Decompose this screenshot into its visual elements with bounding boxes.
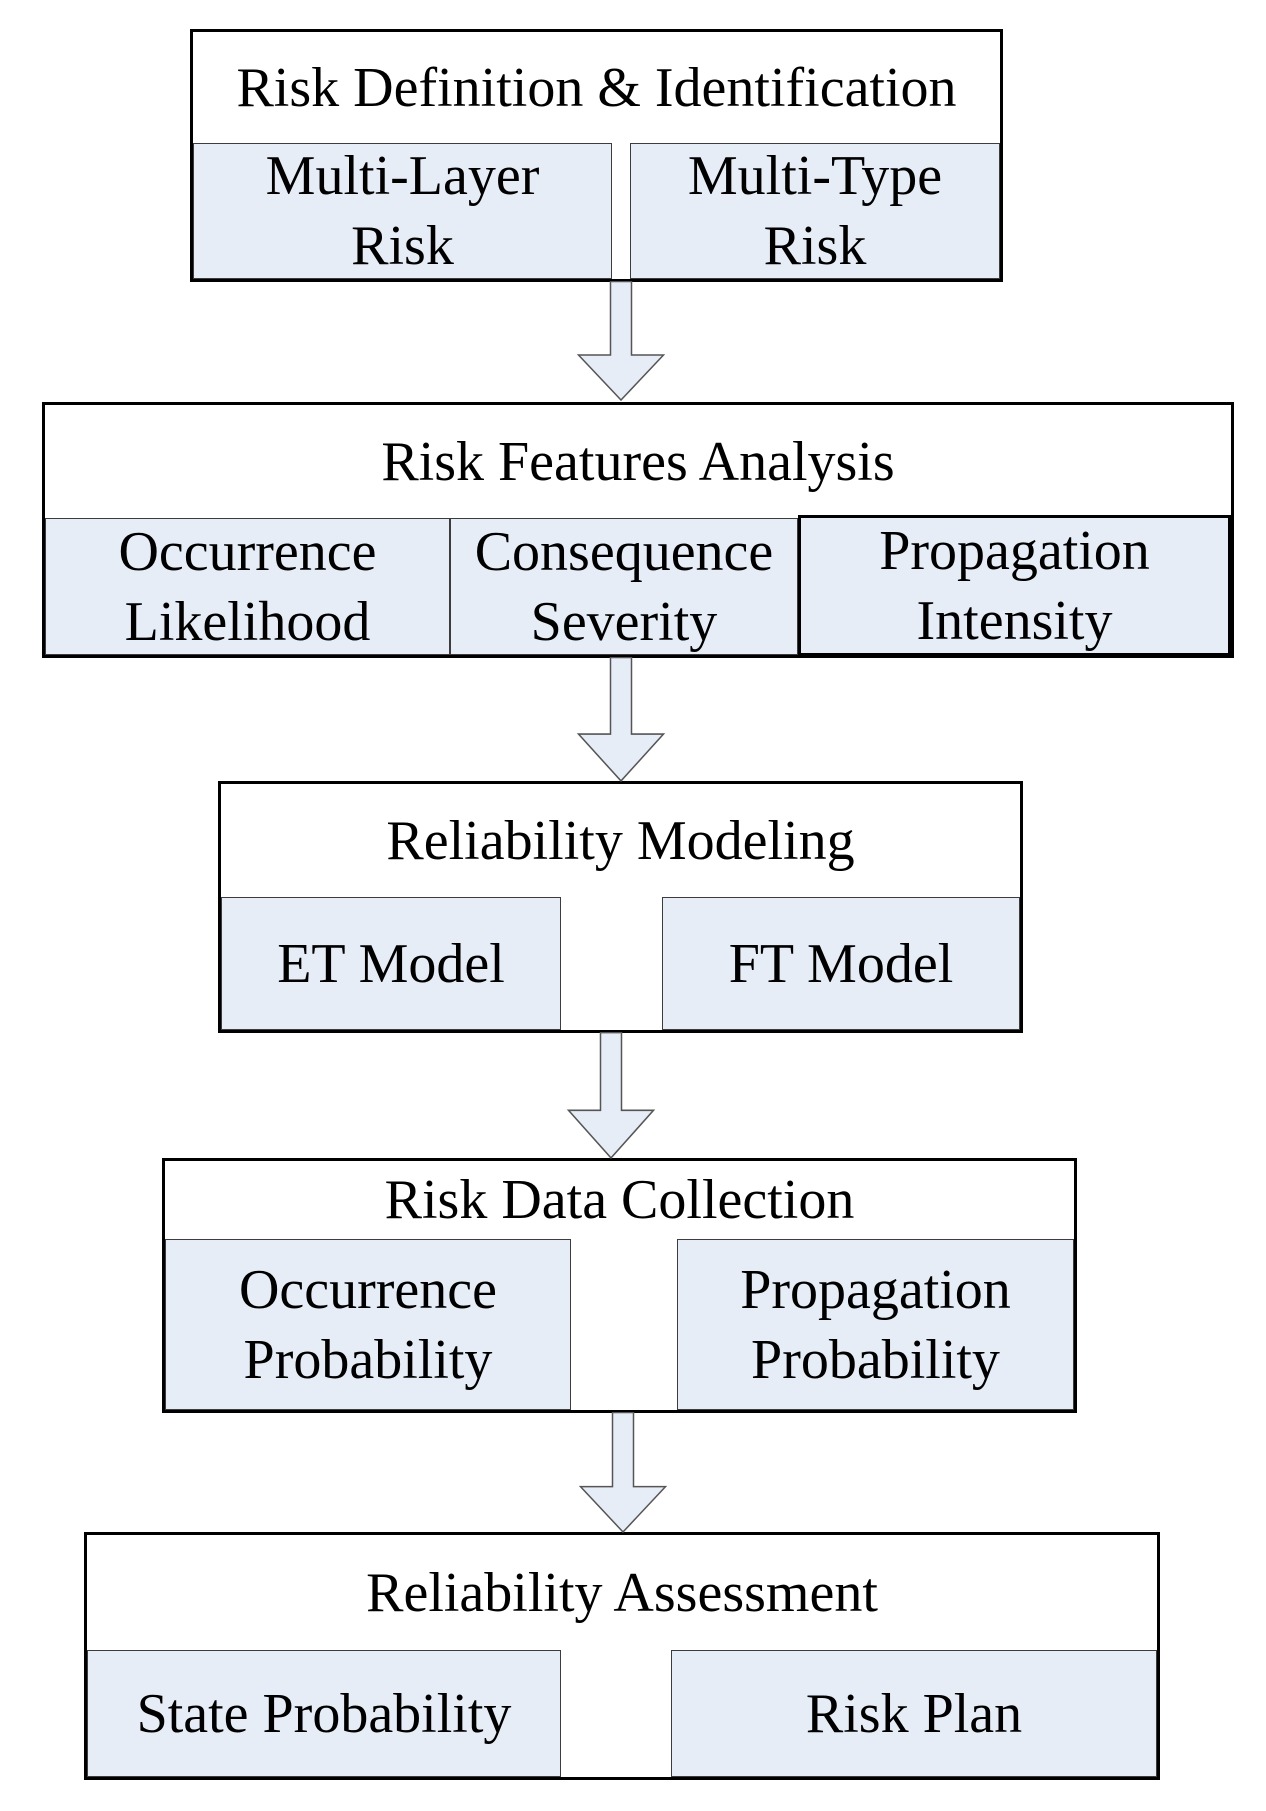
stage-title: Risk Definition & Identification	[236, 56, 957, 119]
sub-box-label: Occurrence Probability	[238, 1258, 497, 1391]
sub-box-label: Multi-Type Risk	[687, 145, 943, 277]
sub-occurrence-likelihood: Occurrence Likelihood	[45, 518, 450, 655]
stage-title: Risk Features Analysis	[381, 430, 895, 493]
stage-title: Reliability Modeling	[386, 809, 855, 872]
sub-consequence-severity: Consequence Severity	[450, 518, 798, 655]
stage-title: Risk Data Collection	[384, 1169, 855, 1231]
sub-box-label: Propagation Intensity	[879, 519, 1150, 652]
down-arrow-icon	[576, 281, 666, 401]
sub-box-label: Consequence Severity	[474, 520, 774, 653]
sub-box-label: ET Model	[277, 932, 505, 995]
sub-propagation-intensity: Propagation Intensity	[798, 515, 1231, 656]
sub-ft-model: FT Model	[662, 897, 1020, 1030]
sub-box-label: Multi-Layer Risk	[265, 145, 540, 277]
sub-occurrence-probability: Occurrence Probability	[165, 1239, 571, 1410]
sub-multi-layer-risk: Multi-Layer Risk	[193, 143, 612, 279]
sub-et-model: ET Model	[221, 897, 561, 1030]
sub-box-label: Risk Plan	[805, 1682, 1023, 1745]
sub-box-label: Propagation Probability	[740, 1258, 1011, 1391]
stage-reliability-assessment: Reliability Assessment State Probability…	[84, 1532, 1160, 1780]
sub-box-label: Occurrence Likelihood	[118, 520, 377, 653]
sub-risk-plan: Risk Plan	[671, 1650, 1157, 1777]
stage-risk-definition-identification: Risk Definition & Identification Multi-L…	[190, 29, 1003, 282]
stage-reliability-modeling: Reliability Modeling ET Model FT Model	[218, 781, 1023, 1033]
sub-box-label: State Probability	[136, 1682, 512, 1745]
sub-box-label: FT Model	[728, 932, 954, 995]
sub-propagation-probability: Propagation Probability	[677, 1239, 1074, 1410]
stage-risk-data-collection: Risk Data Collection Occurrence Probabil…	[162, 1158, 1077, 1413]
sub-state-probability: State Probability	[87, 1650, 561, 1777]
down-arrow-icon	[578, 1412, 668, 1533]
stage-risk-features-analysis: Risk Features Analysis Occurrence Likeli…	[42, 402, 1234, 658]
down-arrow-icon	[566, 1032, 656, 1159]
down-arrow-icon	[576, 657, 666, 782]
sub-multi-type-risk: Multi-Type Risk	[630, 143, 1000, 279]
stage-title: Reliability Assessment	[366, 1561, 878, 1624]
